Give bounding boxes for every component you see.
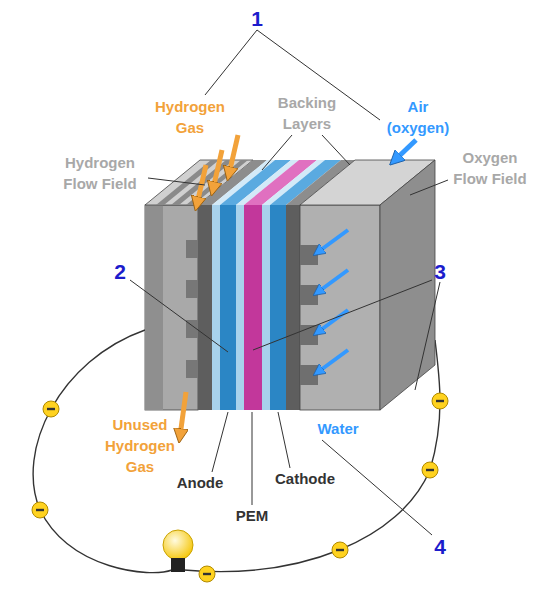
water-arrow bbox=[318, 310, 348, 332]
callout-number: 4 bbox=[425, 533, 455, 560]
electron-symbol bbox=[43, 401, 59, 417]
leader-line bbox=[252, 412, 253, 505]
leader-line bbox=[410, 180, 448, 195]
flow-channel bbox=[186, 240, 198, 258]
oxygen-plate-front bbox=[300, 205, 380, 410]
gas-label: Air (oxygen) bbox=[378, 96, 458, 138]
cathode-layer bbox=[270, 205, 286, 410]
callout-number: 1 bbox=[242, 5, 272, 32]
electron-symbol bbox=[432, 393, 448, 409]
flow-channel bbox=[300, 245, 318, 265]
hydrogen-plate-shade bbox=[145, 205, 163, 410]
leader-line bbox=[262, 135, 292, 170]
flow-channel bbox=[186, 360, 198, 378]
catalyst-layer bbox=[236, 205, 244, 410]
light-bulb bbox=[163, 530, 193, 560]
oxygen-plate-side bbox=[380, 160, 435, 410]
hydrogen-arrow bbox=[229, 135, 238, 174]
backing-layer bbox=[286, 205, 300, 410]
hydrogen-plate-front bbox=[145, 205, 198, 410]
part-label: Oxygen Flow Field bbox=[448, 147, 533, 189]
part-label: Cathode bbox=[265, 468, 345, 489]
electron-symbol bbox=[199, 566, 215, 582]
air-arrow bbox=[395, 140, 416, 160]
flow-channel bbox=[300, 285, 318, 305]
leader-line bbox=[148, 178, 205, 185]
part-label: PEM bbox=[227, 505, 277, 526]
electron-symbol bbox=[422, 462, 438, 478]
leader-line bbox=[322, 135, 350, 165]
electron-symbol bbox=[32, 502, 48, 518]
part-label: Anode bbox=[165, 472, 235, 493]
water-arrow bbox=[318, 230, 348, 252]
anode-layer bbox=[220, 205, 236, 410]
catalyst-layer bbox=[212, 205, 220, 410]
backing-layer bbox=[198, 205, 212, 410]
water-arrow bbox=[318, 270, 348, 292]
unused-hydrogen-arrow bbox=[180, 392, 186, 436]
leader-line bbox=[278, 412, 290, 468]
callout-number: 3 bbox=[425, 258, 455, 285]
hydrogen-arrow bbox=[213, 150, 222, 189]
leader-line bbox=[322, 440, 432, 535]
flow-channel bbox=[186, 280, 198, 298]
leader-line bbox=[130, 280, 228, 352]
product-label: Water bbox=[303, 418, 373, 439]
gas-label: Hydrogen Gas bbox=[145, 96, 235, 138]
catalyst-layer bbox=[262, 205, 270, 410]
leader-line bbox=[212, 412, 228, 472]
callout-number: 2 bbox=[105, 258, 135, 285]
flow-channel bbox=[300, 365, 318, 385]
leader-line bbox=[415, 282, 440, 390]
electron-symbol bbox=[332, 542, 348, 558]
part-label: Backing Layers bbox=[267, 92, 347, 134]
bulb-base bbox=[171, 558, 185, 572]
leader-line bbox=[205, 30, 257, 95]
part-label: Hydrogen Flow Field bbox=[50, 152, 150, 194]
leader-line bbox=[253, 280, 432, 350]
gas-label: Unused Hydrogen Gas bbox=[100, 414, 180, 477]
pem-layer bbox=[244, 205, 262, 410]
water-arrow bbox=[318, 350, 348, 372]
